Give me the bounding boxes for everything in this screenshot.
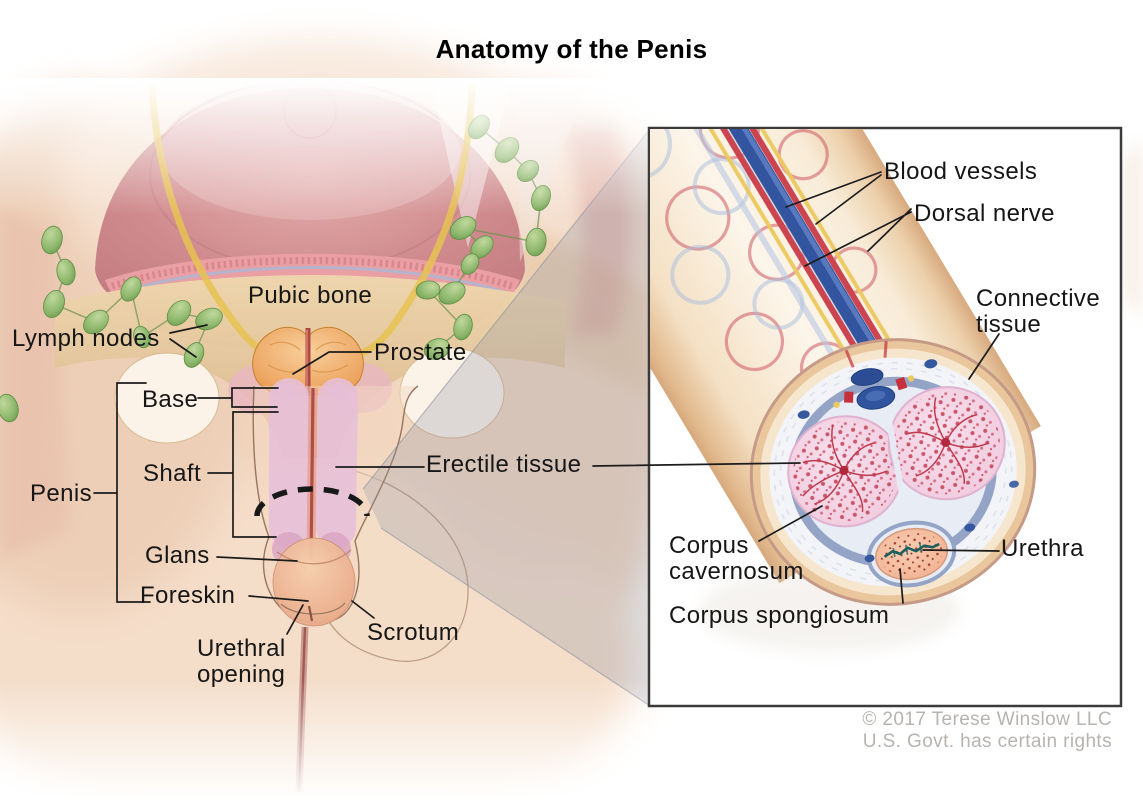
leader-corpus-cavernosum: [758, 505, 823, 542]
label-urethra: Urethra: [1001, 535, 1084, 562]
erectile-column-right: [316, 378, 358, 548]
glans: [272, 537, 356, 627]
septum: [884, 409, 909, 514]
leader-corpus-spongiosum: [899, 568, 904, 604]
label-scrotum: Scrotum: [367, 619, 460, 646]
leader-penis: [93, 382, 151, 603]
label-dorsal-nerve: Dorsal nerve: [914, 200, 1055, 227]
label-base: Base: [142, 386, 199, 413]
diagram-title: Anatomy of the Penis: [435, 34, 708, 64]
leader-lymph-nodes: [169, 324, 208, 358]
label-foreskin: Foreskin: [140, 582, 236, 609]
label-corpus-cavernosum: Corpus cavernosum: [669, 532, 804, 585]
penis-body: [252, 378, 419, 793]
label-blood-vessels: Blood vessels: [884, 158, 1038, 185]
leader-blood-vessels: [785, 171, 882, 225]
bottom-fade: [0, 678, 648, 800]
label-corpus-spongiosum: Corpus spongiosum: [669, 602, 890, 629]
peripheral-veins: [797, 359, 1019, 563]
leader-foreskin: [248, 595, 309, 602]
label-penis: Penis: [30, 480, 93, 507]
far-right-wisp: [1122, 140, 1143, 320]
label-pubic-bone: Pubic bone: [248, 282, 373, 309]
inset-content: [650, 129, 1041, 652]
label-erectile-tissue: Erectile tissue: [426, 451, 582, 478]
foreskin-edge: [280, 602, 346, 615]
leader-urethral-opening: [286, 604, 304, 635]
leader-urethra: [922, 549, 1000, 552]
label-shaft: Shaft: [143, 460, 202, 487]
dorsal-vessels-top: [833, 341, 915, 410]
label-connective-tissue: Connective tissue: [976, 285, 1101, 338]
top-fade: [0, 78, 660, 218]
label-lymph-nodes: Lymph nodes: [12, 325, 160, 352]
label-glans: Glans: [145, 542, 210, 569]
leader-base: [197, 387, 279, 408]
label-prostate: Prostate: [374, 339, 467, 366]
leader-connective-tissue: [968, 333, 1000, 380]
leader-lines: [93, 171, 1000, 635]
copyright-notice: © 2017 Terese Winslow LLC U.S. Govt. has…: [862, 709, 1112, 753]
vein-web: [650, 129, 805, 330]
leader-scrotum: [351, 600, 375, 619]
leader-prostate: [292, 351, 372, 375]
label-urethral-opening: Urethral opening: [197, 635, 286, 688]
leader-glans: [216, 556, 298, 562]
copyright-line2: U.S. Govt. has certain rights: [862, 731, 1112, 752]
copyright-line1: © 2017 Terese Winslow LLC: [862, 709, 1112, 730]
leader-dorsal-nerve: [804, 208, 912, 267]
lymph-nodes-left: [0, 225, 223, 423]
cross-section-dashed-arc: [254, 486, 370, 517]
urethral-meatus: [307, 605, 314, 622]
leader-erectile-tissue: [335, 462, 801, 468]
cross-section: [749, 338, 1037, 606]
leader-shaft: [207, 411, 279, 538]
